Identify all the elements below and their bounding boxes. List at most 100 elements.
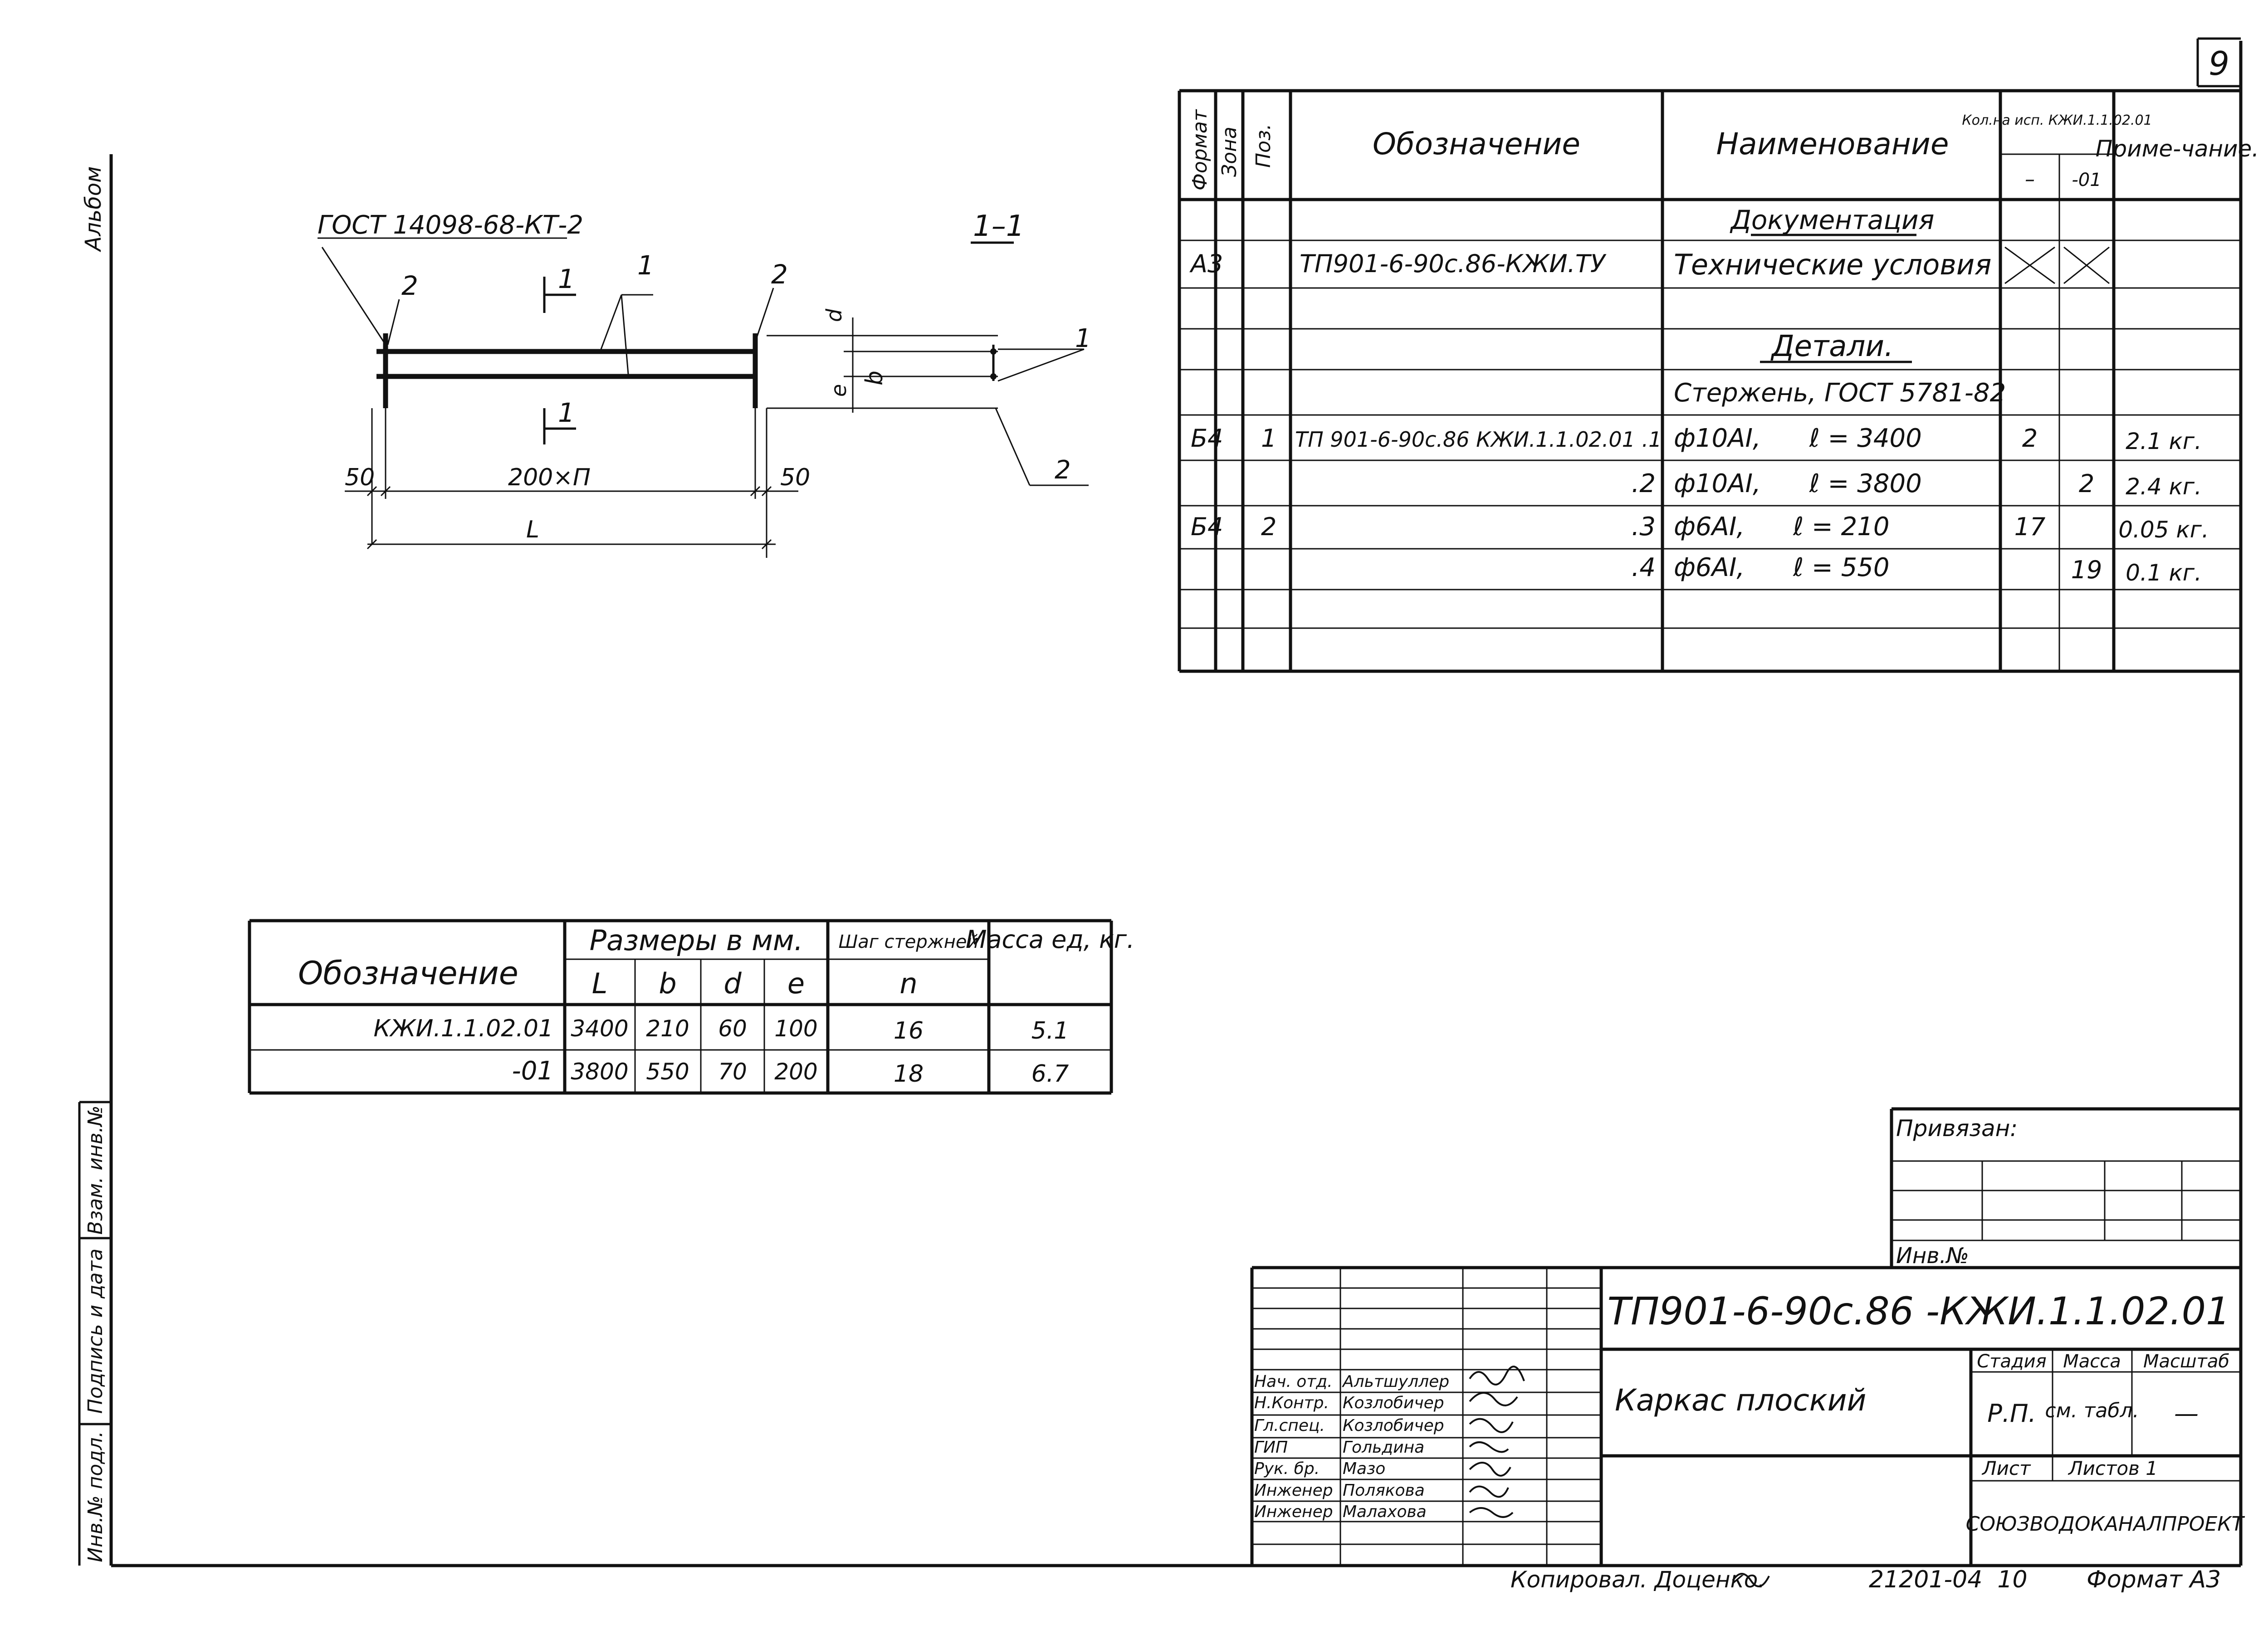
spec-cell-designation: ТП901-6-90с.86-КЖИ.ТУ bbox=[1300, 249, 1607, 278]
copied-signature bbox=[1732, 1573, 1770, 1587]
dims-cell-mass: 5.1 bbox=[1031, 1017, 1069, 1044]
person-role: Гл.спец. bbox=[1254, 1416, 1325, 1435]
person-role: Н.Контр. bbox=[1254, 1394, 1329, 1412]
dims-cell-d: 60 bbox=[718, 1015, 747, 1042]
sec-dim-e: e bbox=[826, 384, 851, 397]
dim-50-right: 50 bbox=[780, 464, 810, 491]
dims-sub-L: L bbox=[592, 967, 608, 1000]
spec-cell-pos: 2 bbox=[1261, 512, 1276, 541]
strip-inv-label: Инв.№ подл. bbox=[84, 1431, 107, 1562]
spec-cell-name: Стержень, ГОСТ 5781-82 bbox=[1674, 378, 2006, 408]
dims-cell-mass: 6.7 bbox=[1031, 1060, 1069, 1088]
doc-code: ТП901-6-90с.86 -КЖИ.1.1.02.01 bbox=[1608, 1289, 2230, 1333]
dims-cell-e: 200 bbox=[774, 1059, 817, 1085]
spec-cell-name: Технические условия bbox=[1674, 248, 1991, 281]
spec-cell-format: Б4 bbox=[1191, 512, 1223, 541]
dim-L: L bbox=[526, 516, 539, 543]
spec-cell-qty-b: 2 bbox=[2079, 469, 2094, 498]
inv-label: Инв.№ bbox=[1896, 1243, 1969, 1269]
leader-1: 1 bbox=[637, 250, 654, 281]
dims-hdr-designation: Обозначение bbox=[298, 955, 518, 992]
dims-cell-d: 70 bbox=[718, 1059, 747, 1085]
hdr-pos: Поз. bbox=[1252, 124, 1275, 168]
title-block-grid bbox=[1250, 1266, 2241, 1566]
spec-cell-name: ф10АI, ℓ = 3400 bbox=[1674, 424, 1922, 453]
hdr-qty-a: – bbox=[2025, 168, 2035, 191]
spec-cell-name: ф10АI, ℓ = 3800 bbox=[1674, 469, 1922, 498]
dims-cell-L: 3800 bbox=[571, 1059, 628, 1085]
spec-cell-note: 0.05 кг. bbox=[2118, 517, 2209, 543]
spec-cell-format: А3 bbox=[1189, 249, 1223, 278]
doc-title: Каркас плоский bbox=[1615, 1383, 1866, 1418]
people-list: Нач. отд. Альтшуллер Н.Контр. Козлобичер… bbox=[1254, 1372, 1449, 1521]
strip-replace-label: Взам. инв.№ bbox=[84, 1106, 107, 1235]
cut-mark-bottom: 1 bbox=[558, 397, 575, 428]
dims-hdr-step: Шаг стержней bbox=[838, 932, 978, 952]
hdr-designation: Обозначение bbox=[1373, 127, 1580, 161]
stage-value: Р.П. bbox=[1987, 1399, 2036, 1428]
weld-note: ГОСТ 14098-68-КТ-2 bbox=[318, 210, 583, 240]
dims-cell-b: 550 bbox=[646, 1059, 689, 1085]
spec-row-7: Б4 2 .3 ф6АI, ℓ = 210 17 0.05 кг. bbox=[1191, 512, 2209, 543]
dims-sub-n: n bbox=[899, 967, 917, 1000]
dims-cell-designation: КЖИ.1.1.02.01 bbox=[374, 1015, 553, 1042]
scale-label: Масштаб bbox=[2143, 1351, 2229, 1372]
spec-cell-format: Б4 bbox=[1191, 424, 1223, 453]
spec-row-3: Детали. bbox=[1760, 330, 1912, 363]
page-number: 9 bbox=[2209, 44, 2229, 83]
dims-cell-n: 16 bbox=[894, 1017, 924, 1044]
spec-row-4: Стержень, ГОСТ 5781-82 bbox=[1674, 378, 2006, 408]
spec-cell-note: 2.4 кг. bbox=[2126, 473, 2202, 500]
person-role: ГИП bbox=[1254, 1438, 1288, 1457]
person-name: Козлобичер bbox=[1343, 1394, 1444, 1412]
dims-hdr-group: Размеры в мм. bbox=[590, 924, 803, 957]
spec-cell-note: 2.1 кг. bbox=[2126, 428, 2202, 454]
album-label: Альбом bbox=[81, 166, 106, 253]
spec-cell-qty-a: 2 bbox=[2022, 424, 2038, 453]
person-role: Рук. бр. bbox=[1254, 1459, 1320, 1478]
organization: СОЮЗВОДОКАНАЛПРОЕКТ bbox=[1966, 1513, 2245, 1536]
spec-cell-qty-b: 19 bbox=[2071, 556, 2102, 584]
person-name: Козлобичер bbox=[1343, 1416, 1444, 1435]
section-view bbox=[767, 317, 1089, 486]
spec-row-5: Б4 1 ТП 901-6-90с.86 КЖИ.1.1.02.01 .1 ф1… bbox=[1191, 424, 2202, 454]
hdr-name: Наименование bbox=[1716, 127, 1949, 161]
frame-drawing bbox=[318, 237, 798, 558]
leader-2-right: 2 bbox=[771, 259, 788, 290]
person-role: Инженер bbox=[1254, 1503, 1333, 1521]
left-strip bbox=[78, 1101, 111, 1566]
section-label: 1–1 bbox=[973, 210, 1024, 243]
dims-cell-designation: -01 bbox=[512, 1056, 553, 1086]
person-role: Инженер bbox=[1254, 1481, 1333, 1500]
spec-cell-designation: ТП 901-6-90с.86 КЖИ.1.1.02.01 .1 bbox=[1295, 427, 1662, 452]
spec-cell-name: ф6АI, ℓ = 550 bbox=[1674, 553, 1889, 582]
signatures bbox=[1469, 1366, 1525, 1518]
cut-mark-top: 1 bbox=[558, 264, 575, 294]
spec-section-docs: Документация bbox=[1730, 205, 1935, 235]
strip-sign-label: Подпись и дата bbox=[84, 1249, 107, 1414]
spec-cell-qty-a: 17 bbox=[2014, 512, 2046, 541]
spec-row-0: Документация bbox=[1730, 205, 1935, 236]
copied-by: Копировал. Доценко. bbox=[1510, 1566, 1765, 1593]
dims-table-grid bbox=[248, 919, 1113, 1095]
dims-cell-e: 100 bbox=[774, 1015, 817, 1042]
spec-cell-designation: .3 bbox=[1632, 512, 1656, 542]
sec-dim-d: d bbox=[822, 308, 846, 322]
person-name: Гольдина bbox=[1343, 1438, 1424, 1457]
sec-dim-b: b bbox=[861, 371, 888, 386]
dims-cell-L: 3400 bbox=[571, 1015, 628, 1042]
dims-row-1: -01 3800 550 70 200 18 6.7 bbox=[512, 1056, 1069, 1088]
spec-cell-note: 0.1 кг. bbox=[2126, 560, 2202, 586]
dim-50-left: 50 bbox=[345, 464, 375, 491]
spec-cell-designation: .2 bbox=[1632, 469, 1656, 498]
dims-hdr-mass: Масса ед, кг. bbox=[966, 925, 1134, 954]
spec-row-6: .2 ф10АI, ℓ = 3800 2 2.4 кг. bbox=[1632, 469, 2202, 500]
person-name: Полякова bbox=[1343, 1481, 1425, 1500]
person-name: Альтшуллер bbox=[1342, 1372, 1449, 1391]
dims-cell-b: 210 bbox=[646, 1015, 689, 1042]
sec-leader-1: 1 bbox=[1075, 324, 1091, 353]
person-name: Малахова bbox=[1343, 1503, 1427, 1521]
spec-cell-pos: 1 bbox=[1261, 424, 1276, 453]
sheet-label: Лист bbox=[1981, 1457, 2031, 1479]
